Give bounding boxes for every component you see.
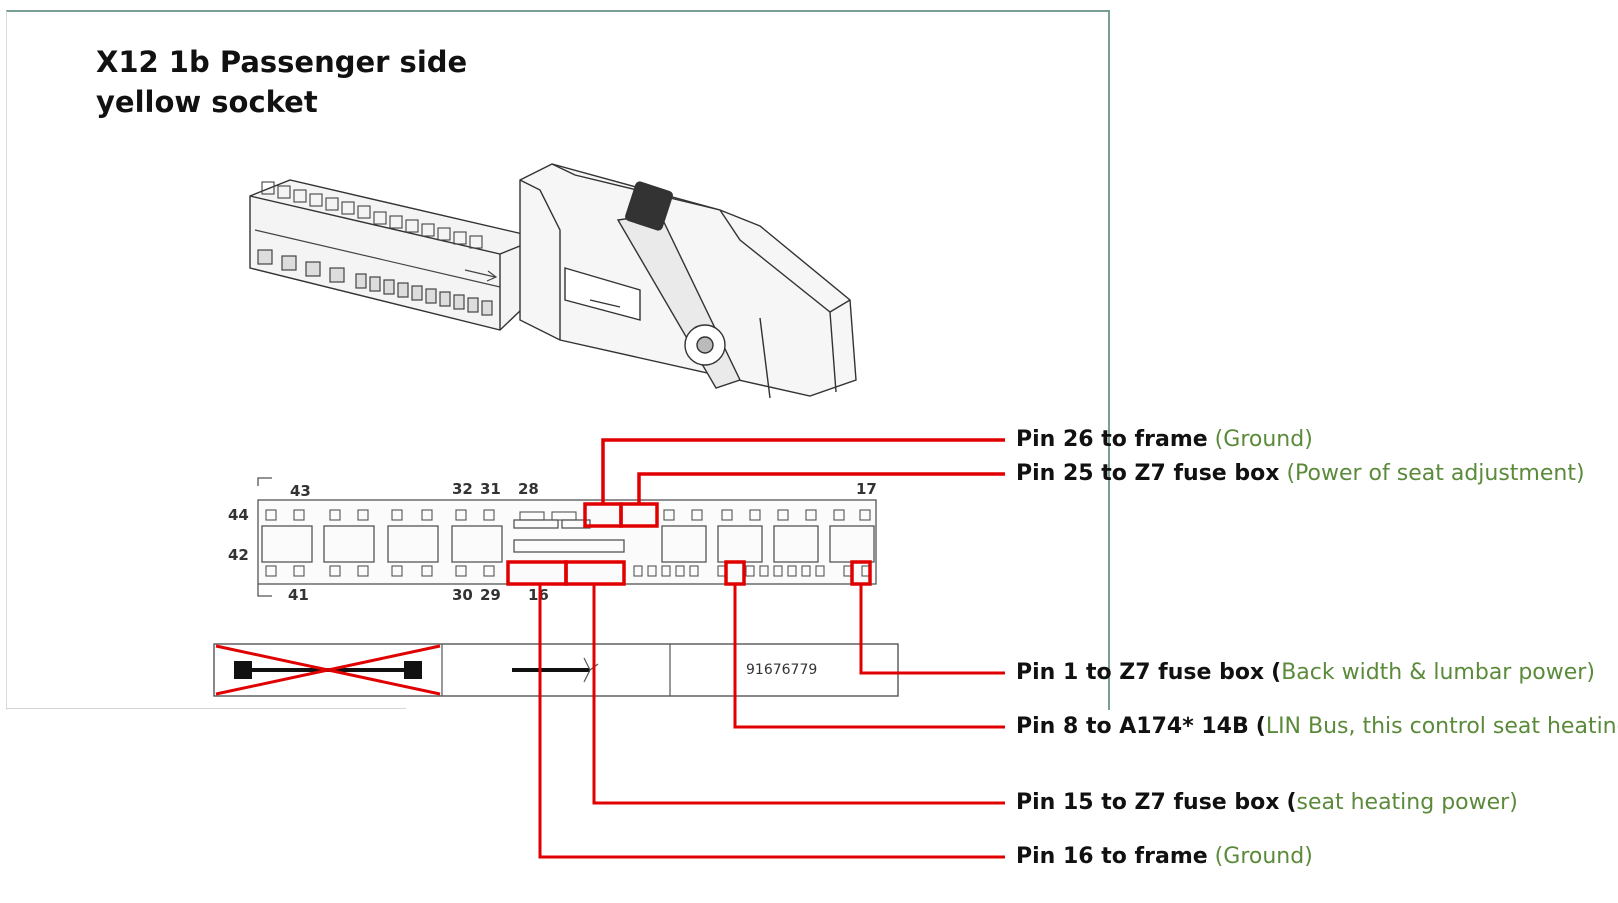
pin-26-leader xyxy=(601,438,1005,504)
callout-pin-8-text: Pin 8 to A174* 14B xyxy=(1016,714,1249,739)
pin-number-30: 30 xyxy=(452,586,473,604)
pin-number-28: 28 xyxy=(518,480,539,498)
pin-number-16: 16 xyxy=(528,586,549,604)
pin-number-labels: 43 32 31 28 17 44 42 41 30 29 16 xyxy=(228,480,877,604)
callout-pin-16: Pin 16 to frame (Ground) xyxy=(1016,844,1313,869)
pin-16-leader xyxy=(538,584,1005,859)
callout-pin-26-note: Ground xyxy=(1223,427,1305,452)
diagram-frame xyxy=(6,10,1110,710)
pin-1-leader xyxy=(859,584,1005,675)
callout-pin-1: Pin 1 to Z7 fuse box (Back width & lumba… xyxy=(1016,660,1595,685)
connector-illustration xyxy=(249,163,857,399)
callout-pin-1-note: Back width & lumbar power xyxy=(1281,660,1587,685)
callout-pin-25: Pin 25 to Z7 fuse box (Power of seat adj… xyxy=(1016,461,1585,486)
callout-pin-26-text: Pin 26 to frame xyxy=(1016,427,1208,452)
callout-pin-16-note: Ground xyxy=(1223,844,1305,869)
diagram-title: X12 1b Passenger side yellow socket xyxy=(96,45,468,119)
callout-pin-25-text: Pin 25 to Z7 fuse box xyxy=(1016,461,1280,486)
pin-number-41: 41 xyxy=(288,586,309,604)
pin-leaders-lower xyxy=(538,584,1005,859)
pin-15-leader xyxy=(592,584,1005,805)
callout-pin-15-text: Pin 15 to Z7 fuse box xyxy=(1016,790,1280,815)
pin-number-31: 31 xyxy=(480,480,501,498)
part-number: 91676779 xyxy=(746,662,817,678)
pin-25-leader xyxy=(637,472,1005,504)
callout-pin-8-note: LIN Bus, this control seat heating xyxy=(1265,714,1618,739)
pin-number-32: 32 xyxy=(452,480,473,498)
frame-bottom-rule xyxy=(6,708,406,709)
callout-pin-16-text: Pin 16 to frame xyxy=(1016,844,1208,869)
pin-number-17: 17 xyxy=(856,480,877,498)
plug-left-drawing xyxy=(249,179,541,331)
callout-pin-15-note: seat heating power xyxy=(1296,790,1510,815)
callout-pin-26: Pin 26 to frame (Ground) xyxy=(1016,427,1313,452)
housing-right-drawing xyxy=(519,163,857,399)
pin-number-44: 44 xyxy=(228,506,249,524)
part-info-strip: 91676779 xyxy=(213,643,899,697)
cable-crossed-out-icon xyxy=(215,644,441,696)
pin-8-leader xyxy=(733,584,1005,729)
callout-pin-8: Pin 8 to A174* 14B (LIN Bus, this contro… xyxy=(1016,713,1618,741)
callout-pin-15: Pin 15 to Z7 fuse box (seat heating powe… xyxy=(1016,790,1518,815)
pin-number-42: 42 xyxy=(228,546,249,564)
callout-pin-1-text: Pin 1 to Z7 fuse box xyxy=(1016,660,1265,685)
callout-pin-25-note: Power of seat adjustment xyxy=(1295,461,1576,486)
pin-number-43: 43 xyxy=(290,482,311,500)
pin-number-29: 29 xyxy=(480,586,501,604)
